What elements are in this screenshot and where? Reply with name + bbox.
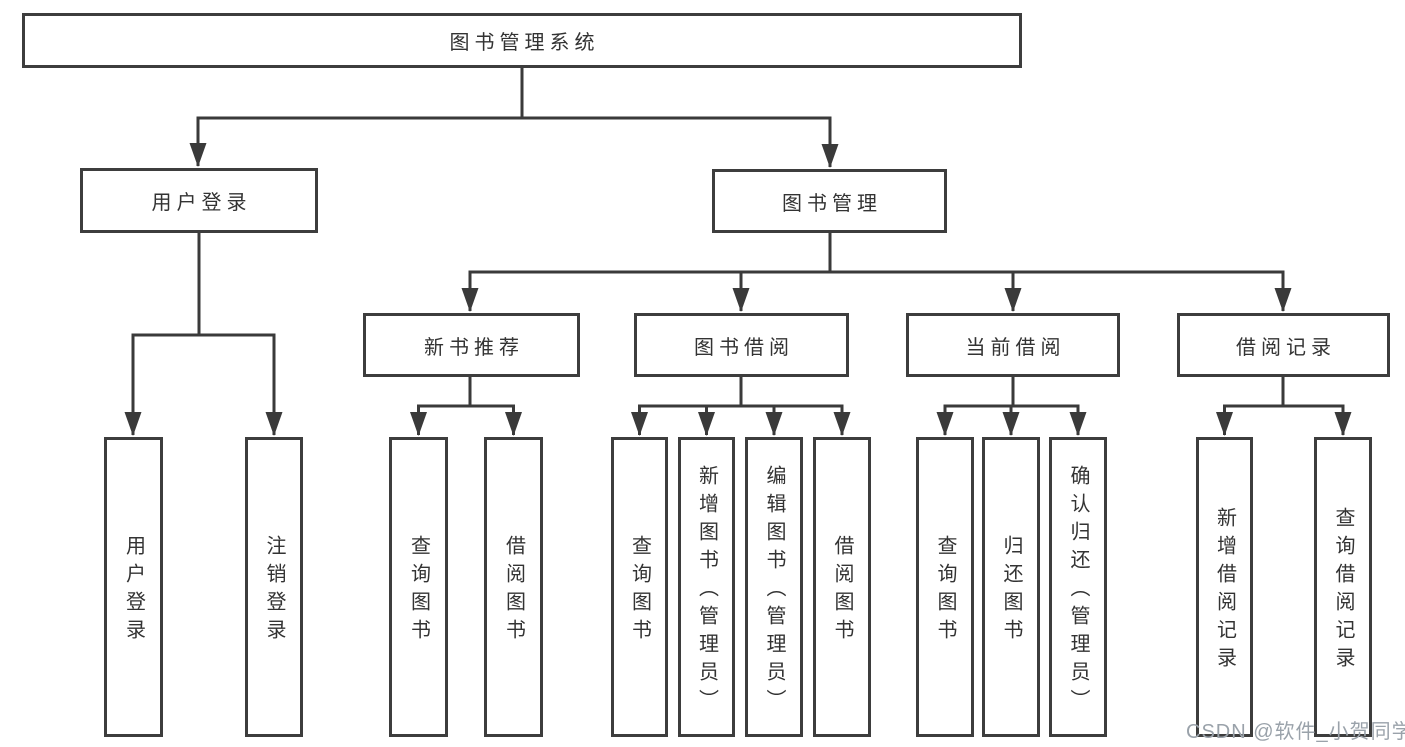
csdn-watermark: CSDN @软件_小贺同学 [1186, 721, 1405, 743]
leaf-user-login: 用户登录 [104, 437, 163, 737]
node-label: 用户登录 [122, 535, 145, 647]
leaf-edit-books-admin: 编辑图书（管理员） [745, 437, 803, 737]
node-label: 借阅记录 [1236, 336, 1336, 359]
node-label: 用户登录 [151, 192, 252, 214]
leaf-add-books-admin: 新增图书（管理员） [678, 437, 735, 737]
node-label: 新书推荐 [424, 336, 524, 359]
leaf-borrow-books-recommend: 借阅图书 [484, 437, 543, 737]
node-book-management: 图书管理 [712, 169, 947, 233]
node-book-borrowing: 图书借阅 [634, 313, 849, 377]
node-user-login: 用户登录 [80, 168, 318, 233]
node-label: 新增借阅记录 [1213, 507, 1236, 675]
node-label: 归还图书 [1000, 535, 1022, 647]
node-borrowing-records: 借阅记录 [1177, 313, 1390, 377]
leaf-logout: 注销登录 [245, 437, 303, 737]
node-label: 注销登录 [263, 535, 285, 647]
node-label: 查询借阅记录 [1332, 507, 1354, 675]
node-label: 当前借阅 [965, 336, 1066, 359]
node-label: 查询图书 [934, 535, 956, 647]
leaf-confirm-return-admin: 确认归还（管理员） [1049, 437, 1107, 737]
leaf-borrow-books: 借阅图书 [813, 437, 871, 737]
leaf-query-books-current: 查询图书 [916, 437, 974, 737]
leaf-query-books-borrow: 查询图书 [611, 437, 668, 737]
node-label: 查询图书 [407, 535, 430, 647]
node-label: 新增图书（管理员） [695, 465, 718, 717]
node-label: 借阅图书 [502, 535, 525, 647]
node-current-borrowing: 当前借阅 [906, 313, 1120, 377]
leaf-query-borrow-record: 查询借阅记录 [1314, 437, 1372, 737]
node-new-book-recommendation: 新书推荐 [363, 313, 580, 377]
node-label: 图书管理 [782, 192, 882, 215]
node-label: 编辑图书（管理员） [763, 465, 785, 717]
node-label: 确认归还（管理员） [1067, 465, 1089, 717]
leaf-query-books-recommend: 查询图书 [389, 437, 448, 737]
node-label: 查询图书 [628, 535, 651, 647]
node-label: 图书借阅 [694, 336, 794, 359]
node-label: 图书管理系统 [449, 32, 600, 54]
node-library-management-system: 图书管理系统 [22, 13, 1022, 68]
node-label: 借阅图书 [831, 535, 853, 647]
leaf-add-borrow-record: 新增借阅记录 [1196, 437, 1253, 737]
leaf-return-books: 归还图书 [982, 437, 1040, 737]
